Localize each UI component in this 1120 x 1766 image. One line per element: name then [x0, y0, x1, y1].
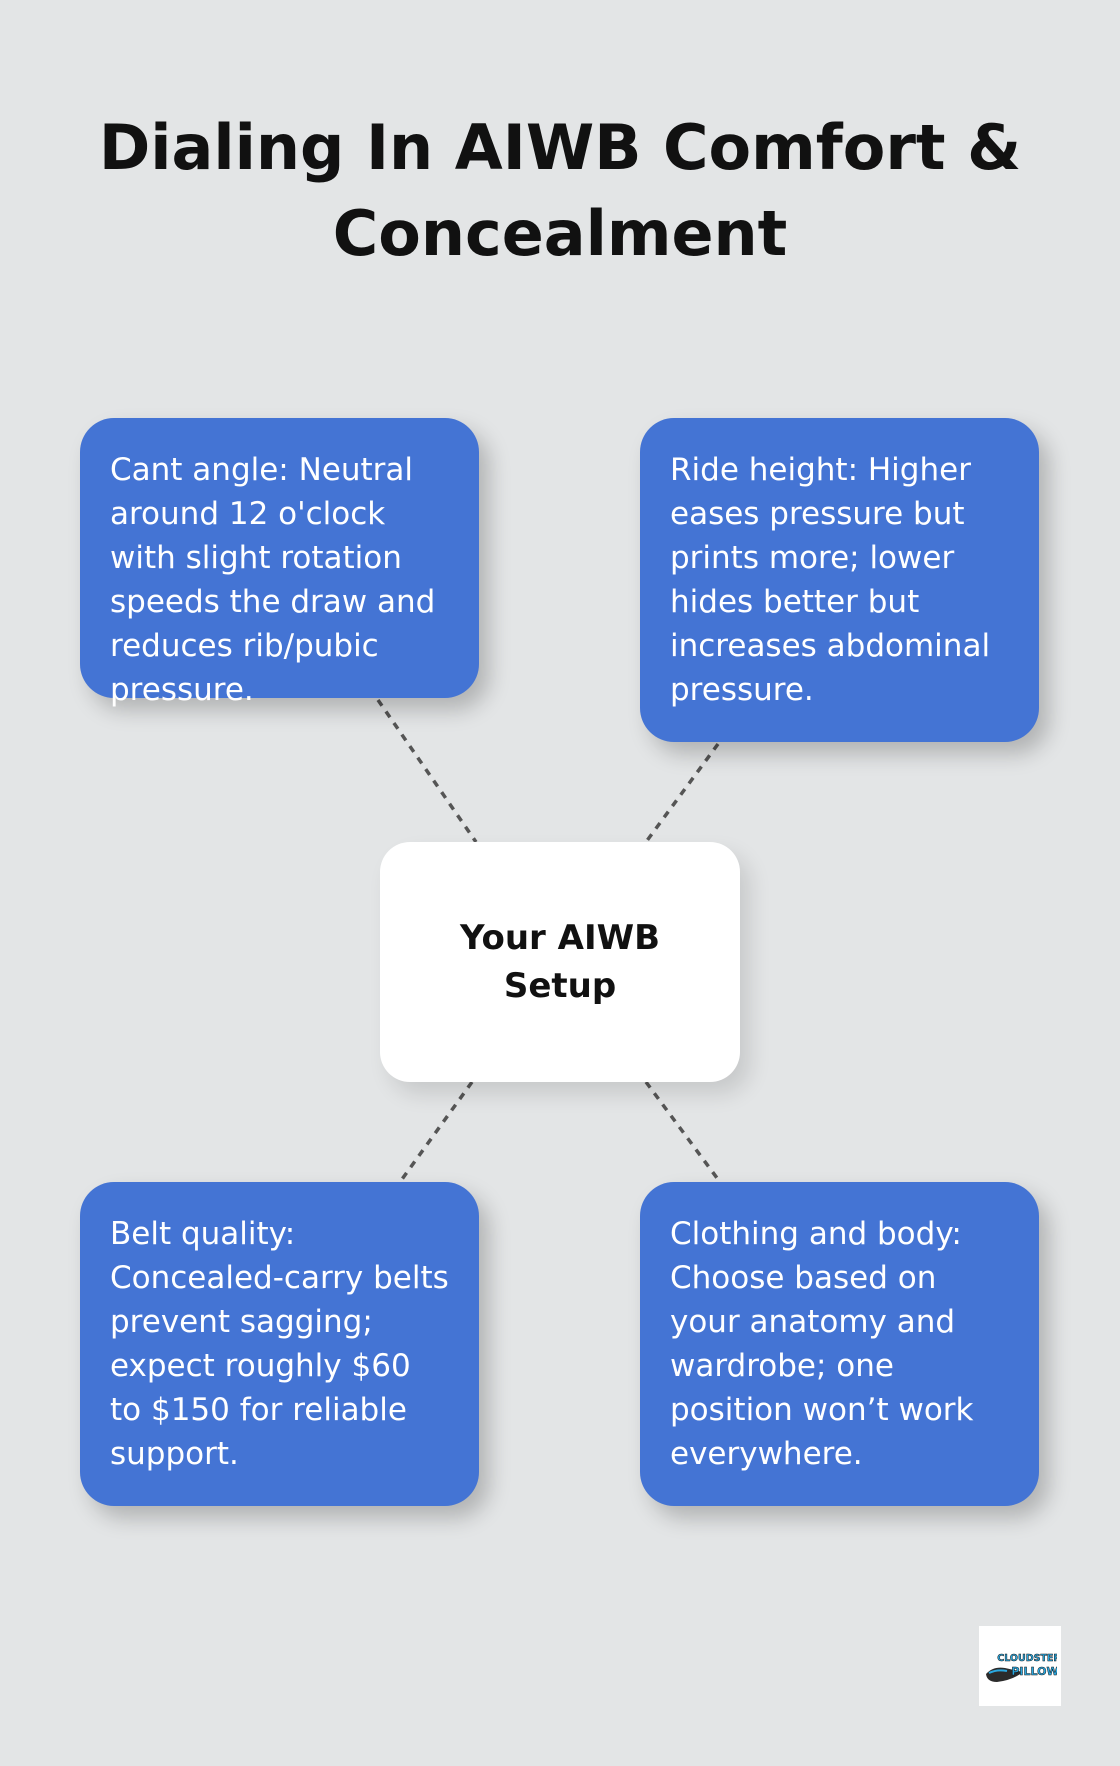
center-node-label: Your AIWB Setup [459, 918, 661, 1006]
card-belt-quality: Belt quality: Concealed-carry belts prev… [80, 1182, 479, 1506]
card-ride-height: Ride height: Higher eases pressure but p… [640, 418, 1039, 742]
card-belt-quality-text: Belt quality: Concealed-carry belts prev… [110, 1216, 449, 1472]
connector-bottom-left [398, 1080, 474, 1184]
page-title: Dialing In AIWB Comfort & Concealment [98, 111, 1022, 270]
svg-text:PILLOW: PILLOW [1011, 1665, 1057, 1678]
card-cant-angle: Cant angle: Neutral around 12 o'clock wi… [80, 418, 479, 708]
card-clothing-body-text: Clothing and body: Choose based on your … [670, 1216, 974, 1472]
card-cant-angle-text: Cant angle: Neutral around 12 o'clock wi… [110, 452, 436, 708]
connector-top-right [644, 742, 720, 844]
card-ride-height-text: Ride height: Higher eases pressure but p… [670, 452, 991, 708]
connector-top-left [376, 699, 478, 843]
connector-bottom-right [644, 1080, 722, 1184]
center-node: Your AIWB Setup [380, 842, 740, 1082]
brand-logo: CLOUDSTER PILLOW [979, 1626, 1061, 1706]
card-clothing-body: Clothing and body: Choose based on your … [640, 1182, 1039, 1506]
logo-text: CLOUDSTER [997, 1653, 1057, 1664]
pillow-logo-icon: CLOUDSTER PILLOW [986, 1653, 1057, 1682]
